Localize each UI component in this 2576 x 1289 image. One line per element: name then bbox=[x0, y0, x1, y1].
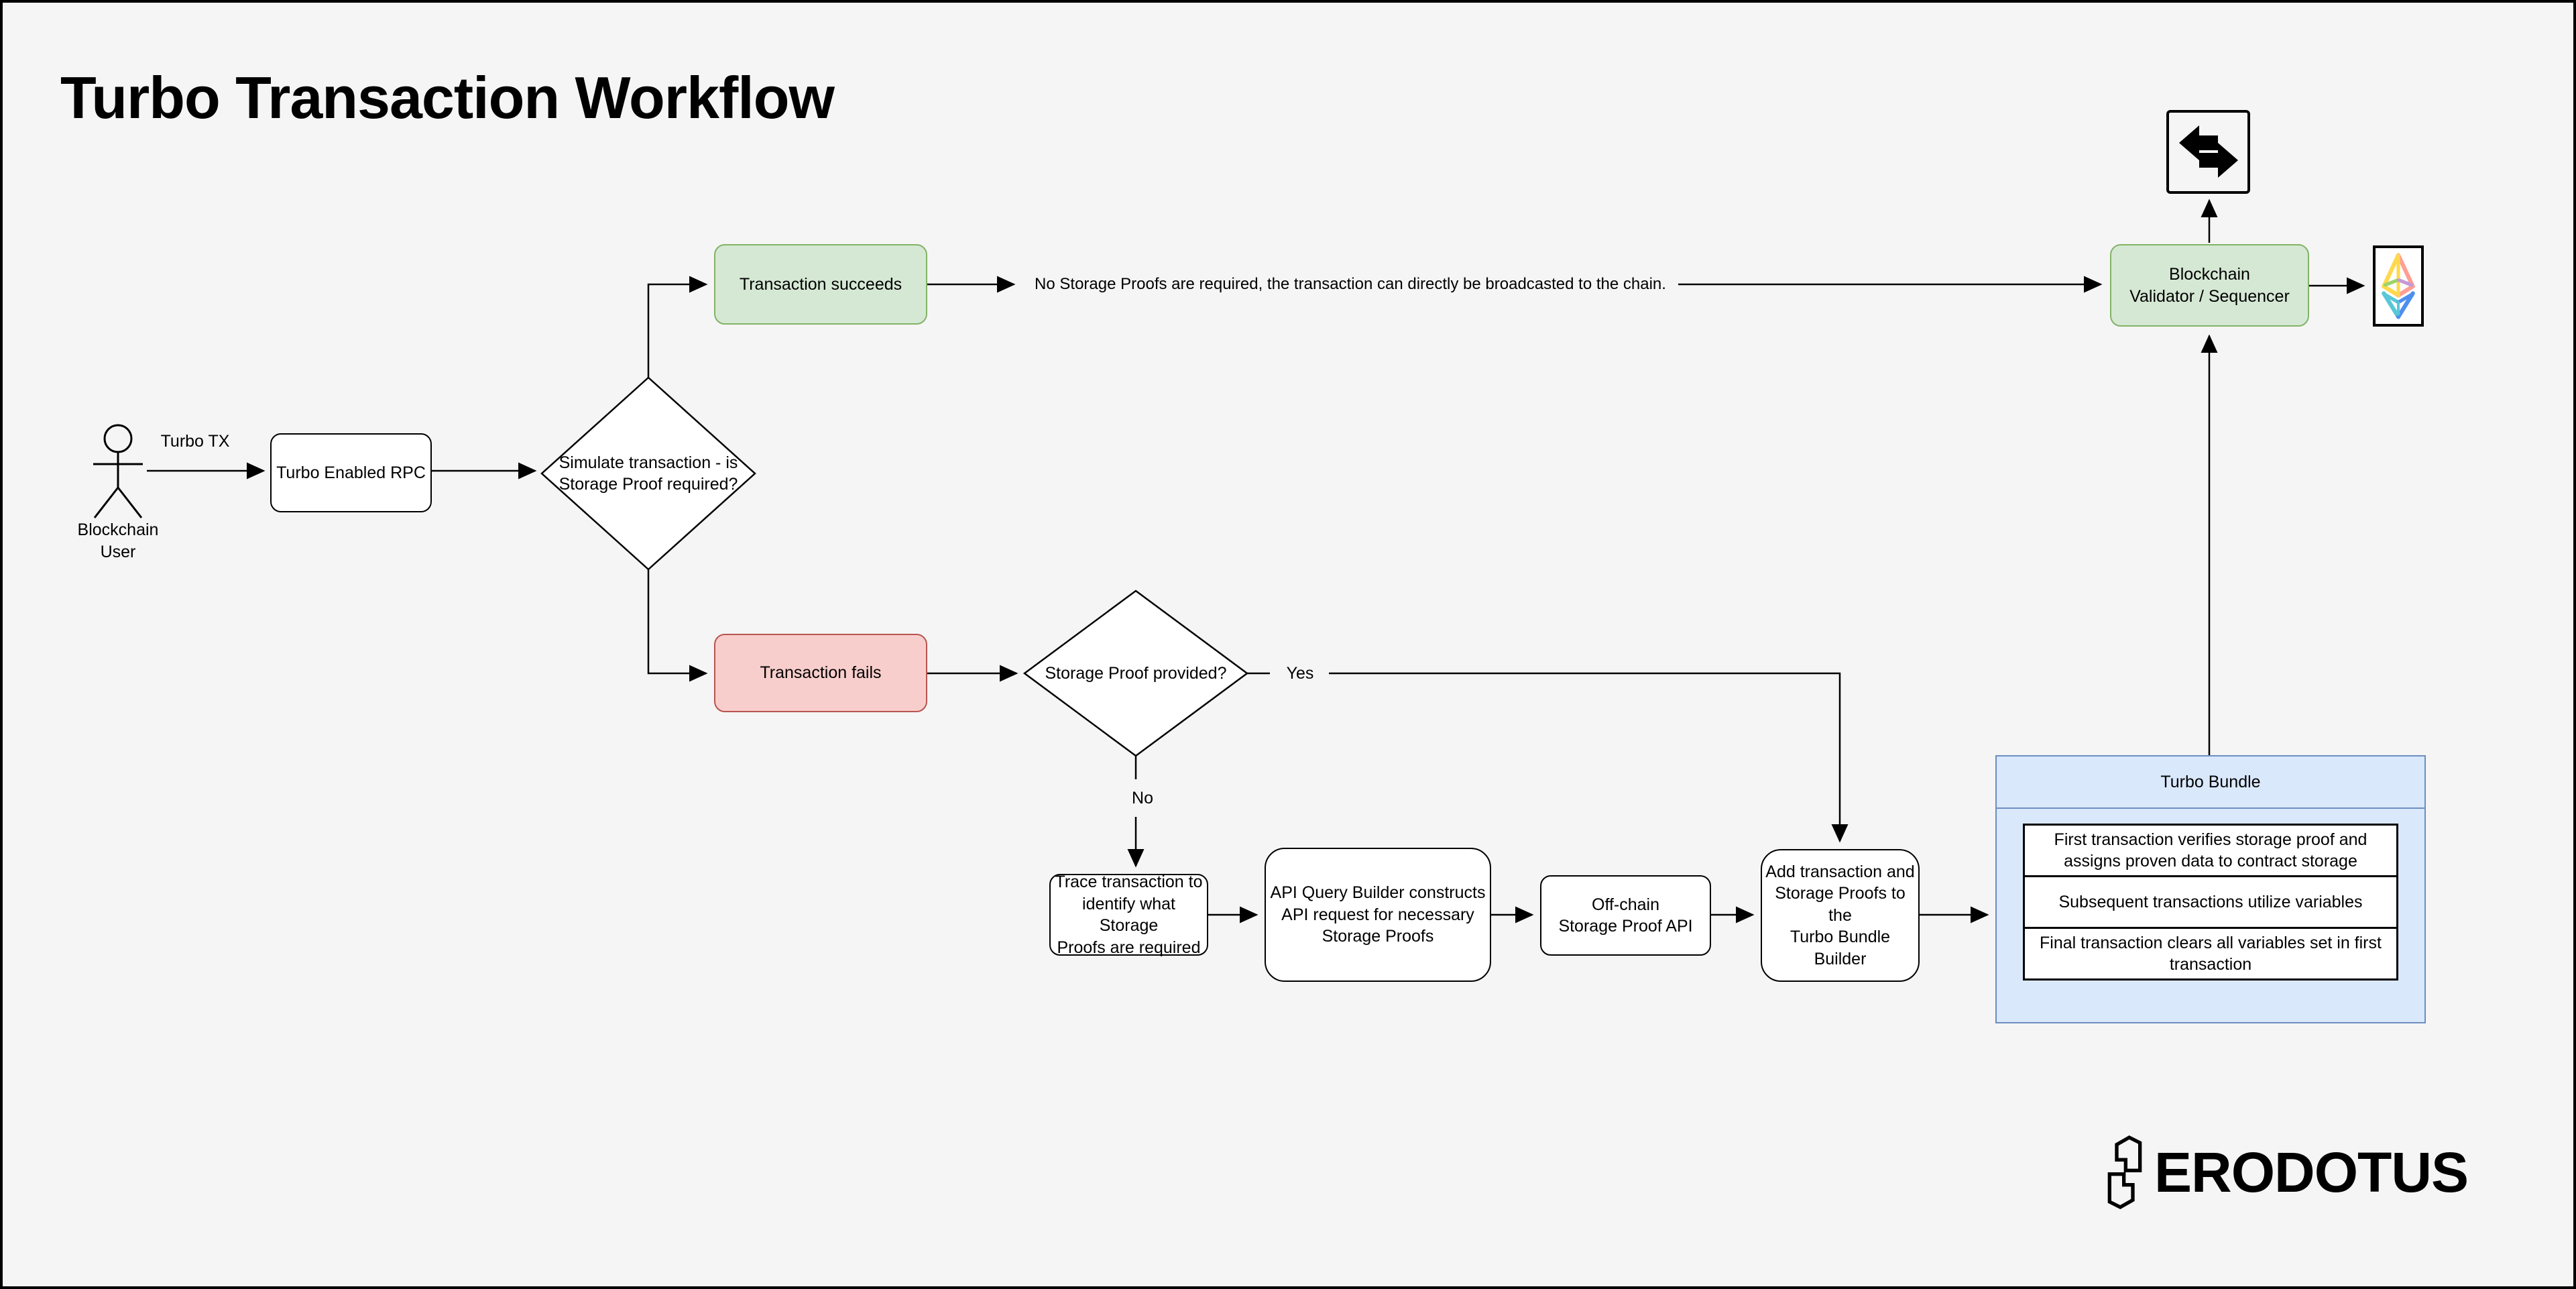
connector-layer bbox=[147, 199, 2365, 923]
swap-arrows-icon bbox=[2166, 110, 2250, 194]
node-api-query-builder: API Query Builder constructs API request… bbox=[1265, 848, 1491, 982]
note-no-storage-proofs: No Storage Proofs are required, the tran… bbox=[1035, 275, 1666, 294]
bundle-item-subsequent-transactions: Subsequent transactions utilize variable… bbox=[2023, 875, 2398, 929]
page-title: Turbo Transaction Workflow bbox=[60, 64, 835, 131]
actor-icon bbox=[93, 424, 143, 518]
node-turbo-enabled-rpc: Turbo Enabled RPC bbox=[270, 433, 432, 512]
bundle-item-first-transaction: First transaction verifies storage proof… bbox=[2023, 824, 2398, 877]
herodotus-wordmark: ERODOTUS bbox=[2154, 1140, 2469, 1204]
ethereum-icon bbox=[2373, 245, 2424, 327]
node-transaction-succeeds: Transaction succeeds bbox=[714, 244, 927, 325]
node-blockchain-validator: Blockchain Validator / Sequencer bbox=[2110, 244, 2309, 327]
node-add-to-bundle-builder: Add transaction and Storage Proofs to th… bbox=[1761, 849, 1920, 982]
actor-label: Blockchain User bbox=[77, 520, 159, 561]
node-transaction-fails: Transaction fails bbox=[714, 634, 927, 712]
node-offchain-storage-proof-api: Off-chain Storage Proof API bbox=[1540, 875, 1711, 956]
decision-simulate-label: Simulate transaction - is Storage Proof … bbox=[559, 453, 738, 494]
decision-proof-label: Storage Proof provided? bbox=[1045, 663, 1227, 683]
herodotus-logo: ERODOTUS bbox=[2098, 1135, 2469, 1210]
turbo-bundle-title: Turbo Bundle bbox=[1997, 756, 2424, 809]
turbo-bundle-container: Turbo Bundle First transaction verifies … bbox=[1995, 755, 2426, 1023]
edge-label-no: No bbox=[1116, 783, 1169, 813]
herodotus-mark-icon bbox=[2107, 1135, 2142, 1210]
edge-label-turbo-tx: Turbo TX bbox=[160, 432, 230, 451]
bundle-item-final-transaction: Final transaction clears all variables s… bbox=[2023, 927, 2398, 980]
edge-label-yes: Yes bbox=[1271, 661, 1329, 685]
node-trace-transaction: Trace transaction to identify what Stora… bbox=[1049, 873, 1208, 957]
